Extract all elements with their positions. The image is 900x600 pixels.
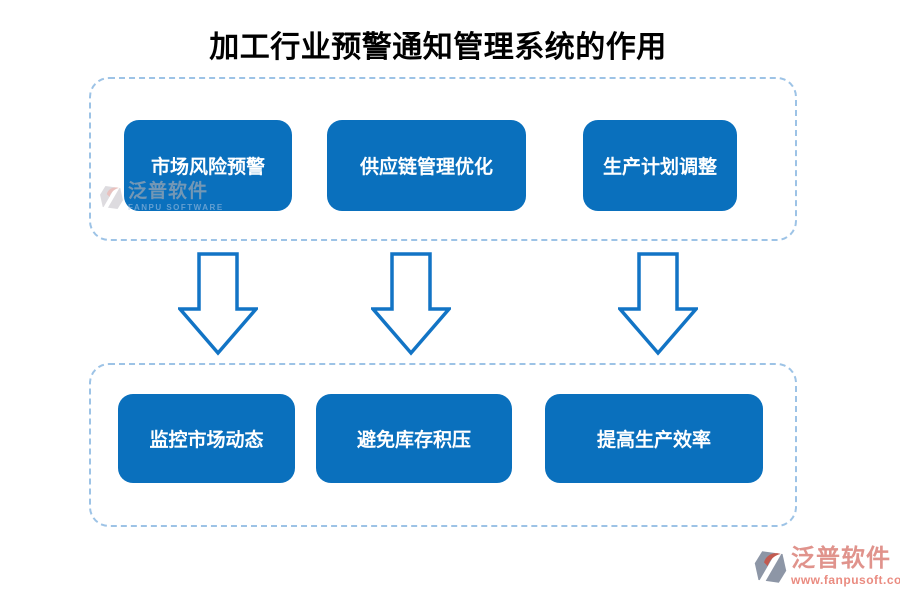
box-production-plan-adjustment: 生产计划调整 — [583, 120, 737, 211]
box-label: 生产计划调整 — [602, 157, 717, 178]
footer-brand: 泛普软件 www.fanpusoft.com — [752, 547, 900, 587]
down-arrow-icon — [178, 252, 258, 356]
box-avoid-inventory-backlog: 避免库存积压 — [316, 394, 512, 483]
footer-brand-url: www.fanpusoft.com — [791, 573, 900, 587]
box-label: 避免库存积压 — [356, 430, 471, 451]
page-title: 加工行业预警通知管理系统的作用 — [209, 31, 667, 64]
box-label: 市场风险预警 — [150, 157, 265, 178]
box-label: 监控市场动态 — [149, 430, 264, 451]
box-market-risk-warning: 市场风险预警 — [124, 120, 292, 211]
box-improve-production-efficiency: 提高生产效率 — [545, 394, 763, 483]
footer-brand-name: 泛普软件 — [791, 546, 891, 572]
down-arrow-icon — [371, 252, 451, 356]
box-label: 提高生产效率 — [596, 430, 711, 451]
fanpu-logo-icon — [754, 548, 787, 586]
box-monitor-market-dynamics: 监控市场动态 — [118, 394, 295, 483]
box-supply-chain-optimization: 供应链管理优化 — [327, 120, 526, 211]
down-arrow-icon — [618, 252, 698, 356]
box-label: 供应链管理优化 — [359, 157, 493, 178]
